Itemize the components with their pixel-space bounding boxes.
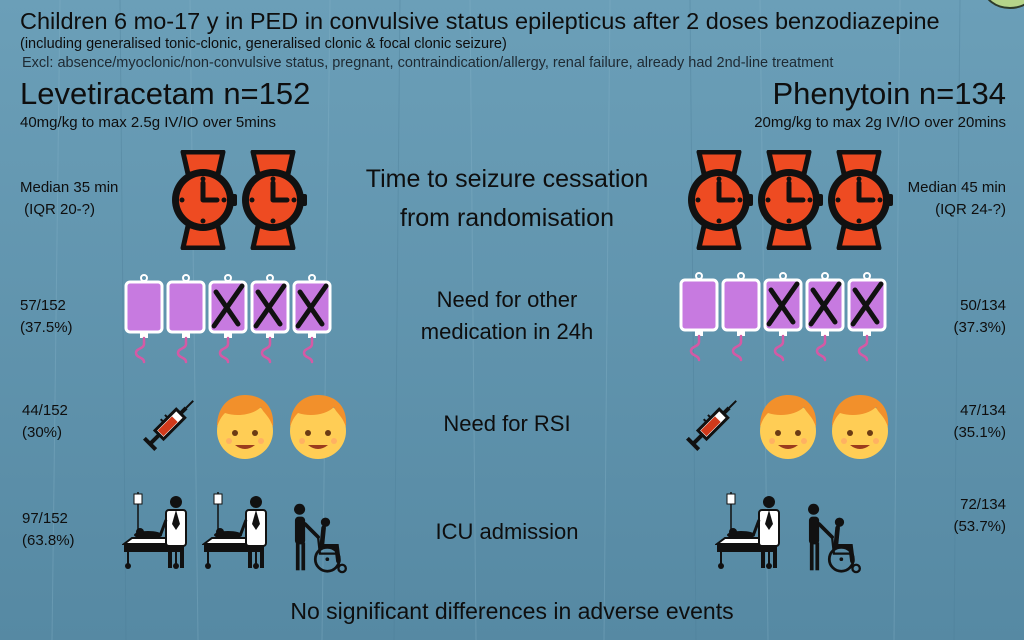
syringe-icon: [685, 392, 745, 452]
iv-bag-icon: [721, 272, 761, 362]
iv-bag-icon: [679, 272, 719, 362]
outcome-medication-label: Need for other medication in 24h: [420, 287, 594, 344]
outcome-time-right-stat: Median 45 min (IQR 24-?): [907, 179, 1006, 218]
child-face-icon: [286, 393, 350, 463]
outcome-icu-label: ICU admission: [435, 519, 579, 544]
icu-bed-icon: [202, 490, 276, 570]
wristwatch-icon: [754, 150, 824, 250]
outcome-icu-left-stat: 97/152 (63.8%): [22, 510, 75, 549]
wristwatch-icon: [684, 150, 754, 250]
iv-bag-icon: [166, 274, 206, 364]
outcome-rsi-left-stat: 44/152 (30%): [22, 402, 68, 441]
iv-bag-crossed-icon: [292, 274, 332, 364]
wristwatch-icon: [168, 150, 238, 250]
outcome-time-label: Time to seizure cessation from randomisa…: [365, 165, 649, 232]
exclusion-criteria: Excl: absence/myoclonic/non-convulsive s…: [22, 55, 834, 71]
wristwatch-icon: [238, 150, 308, 250]
arm-left-name: Levetiracetam n=152: [20, 76, 311, 111]
corner-decoration: [987, 0, 1024, 9]
icu-bed-icon: [715, 490, 789, 570]
outcome-rsi-label: Need for RSI: [443, 411, 571, 436]
icu-bed-icon: [122, 490, 196, 570]
child-face-icon: [828, 393, 892, 463]
iv-bag-crossed-icon: [763, 272, 803, 362]
outcome-medication-left-stat: 57/152 (37.5%): [20, 297, 73, 336]
outcome-time-left-stat: Median 35 min (IQR 20-?): [20, 179, 119, 218]
wristwatch-icon: [824, 150, 894, 250]
iv-bag-crossed-icon: [805, 272, 845, 362]
child-face-icon: [213, 393, 277, 463]
wheelchair-icon: [288, 500, 350, 574]
outcome-rsi-right-stat: 47/134 (35.1%): [953, 402, 1006, 441]
page-subtitle: (including generalised tonic-clonic, gen…: [20, 36, 507, 52]
footer-note: No significant differences in adverse ev…: [290, 598, 734, 624]
outcome-icu-right-stat: 72/134 (53.7%): [953, 496, 1006, 535]
outcome-medication-right-stat: 50/134 (37.3%): [953, 297, 1006, 336]
wheelchair-icon: [802, 500, 864, 574]
arm-right-name: Phenytoin n=134: [772, 76, 1006, 111]
arm-right-dose: 20mg/kg to max 2g IV/IO over 20mins: [754, 114, 1006, 131]
child-face-icon: [756, 393, 820, 463]
iv-bag-crossed-icon: [847, 272, 887, 362]
iv-bag-crossed-icon: [208, 274, 248, 364]
syringe-icon: [142, 392, 202, 452]
arm-left-dose: 40mg/kg to max 2.5g IV/IO over 5mins: [20, 114, 276, 131]
page-title: Children 6 mo-17 y in PED in convulsive …: [20, 8, 940, 34]
iv-bag-icon: [124, 274, 164, 364]
iv-bag-crossed-icon: [250, 274, 290, 364]
